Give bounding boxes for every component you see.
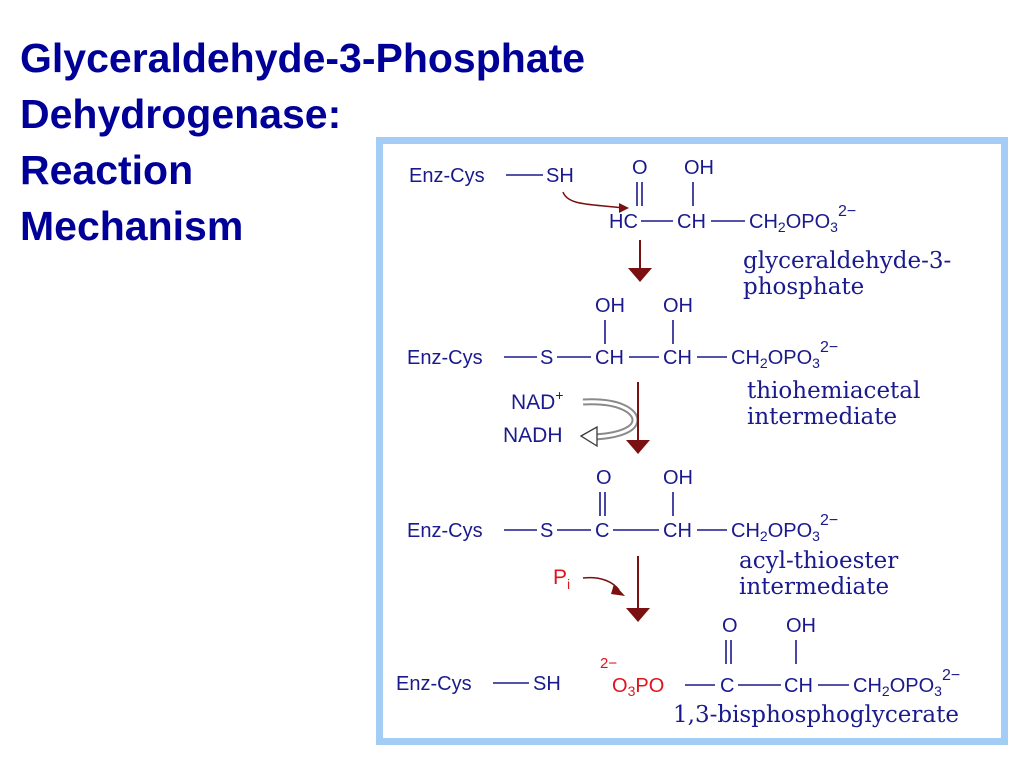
step4-ch: CH: [784, 675, 813, 697]
step1-enzyme: Enz-Cys: [409, 165, 485, 187]
step2-label-line1: thiohemiacetal: [747, 378, 920, 404]
step3-label-line1: acyl-thioester: [739, 548, 898, 574]
title-line-2: Dehydrogenase:: [20, 91, 342, 137]
step4-structure: O OH Enz-Cys SH 2− O3PO C CH CH2OPO32− 1…: [396, 615, 960, 728]
title-line-3: Reaction: [20, 147, 194, 193]
step2-oh1: OH: [595, 295, 625, 317]
step1-hc: HC: [609, 211, 638, 233]
step4-o3po-group: O3PO: [612, 675, 664, 699]
mechanism-diagram: Enz-Cys SH O OH HC CH CH2OPO32− glyceral…: [396, 157, 960, 728]
step3-ch: CH: [663, 520, 692, 542]
step3-structure: O OH Enz-Cys S C CH CH2OPO32− acyl-thioe…: [407, 467, 898, 600]
title-line-4: Mechanism: [20, 203, 244, 249]
step1-oh: OH: [684, 157, 714, 179]
step3-carbonyl-o: O: [596, 467, 612, 489]
step4-sh: SH: [533, 673, 561, 695]
redox-arrow-inner: [582, 400, 637, 439]
redox-arrowhead: [579, 425, 598, 448]
reaction-arrowhead-3: [626, 608, 650, 622]
step1-sh: SH: [546, 165, 574, 187]
step2-structure: OH OH Enz-Cys S CH CH CH2OPO32− thiohemi…: [407, 295, 920, 447]
title-line-1: Glyceraldehyde-3-Phosphate: [20, 35, 586, 81]
step3-oh: OH: [663, 467, 693, 489]
step3-label-line2: intermediate: [739, 574, 889, 600]
mechanism-figure: Enz-Cys SH O OH HC CH CH2OPO32− glyceral…: [376, 137, 1008, 745]
step2-oh2: OH: [663, 295, 693, 317]
step2-ch-b: CH: [663, 347, 692, 369]
phosphate-pi: Pi: [553, 566, 570, 592]
step3-ch2o-group: CH2OPO32−: [731, 512, 838, 544]
step4-c: C: [720, 675, 734, 697]
step2-ch2o-group: CH2OPO32−: [731, 339, 838, 371]
step2-s: S: [540, 347, 553, 369]
step4-oh: OH: [786, 615, 816, 637]
step2-label-line2: intermediate: [747, 404, 897, 430]
reaction-arrowhead-2: [626, 440, 650, 454]
phosphate-attack-arrowhead: [611, 584, 625, 596]
step1-attack-arrow: [562, 191, 624, 209]
step1-ch2o-group: CH2OPO32−: [749, 203, 856, 235]
nad-plus: NAD+: [511, 387, 564, 414]
step4-enzyme: Enz-Cys: [396, 673, 472, 695]
step1-label-line1: glyceraldehyde-3-: [743, 248, 951, 274]
step1-ch: CH: [677, 211, 706, 233]
slide-title: Glyceraldehyde-3-Phosphate Dehydrogenase…: [20, 30, 680, 254]
step3-enzyme: Enz-Cys: [407, 520, 483, 542]
reaction-arrowhead-1: [628, 268, 652, 282]
step4-ch2o-group: CH2OPO32−: [853, 667, 960, 699]
nadh: NADH: [503, 424, 563, 447]
step3-s: S: [540, 520, 553, 542]
step2-enzyme: Enz-Cys: [407, 347, 483, 369]
step3-c: C: [595, 520, 609, 542]
step4-label: 1,3-bisphosphoglycerate: [673, 702, 959, 728]
step4-pre-charge: 2−: [600, 655, 617, 672]
step1-label-line2: phosphate: [743, 274, 864, 300]
step1-attack-arrowhead: [619, 203, 629, 213]
step4-carbonyl-o: O: [722, 615, 738, 637]
step2-ch-a: CH: [595, 347, 624, 369]
step1-structure: Enz-Cys SH O OH HC CH CH2OPO32− glyceral…: [409, 157, 951, 300]
step1-carbonyl-o: O: [632, 157, 648, 179]
